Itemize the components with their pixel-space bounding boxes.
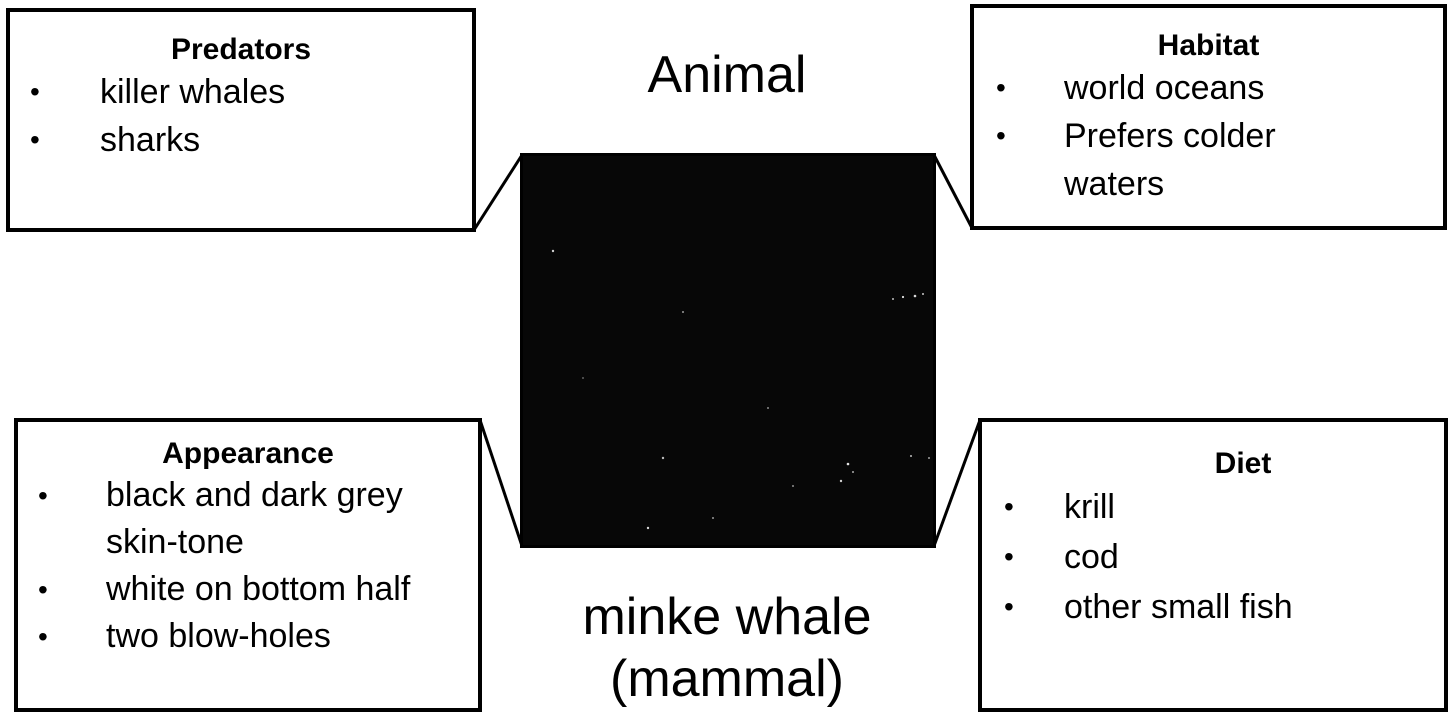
- connector-predators-bottom: [474, 155, 522, 230]
- list-item: •white on bottom half: [18, 566, 478, 613]
- list-item: •killer whales: [10, 68, 472, 116]
- appearance-title: Appearance: [18, 422, 478, 472]
- bullet-icon: •: [1004, 482, 1014, 532]
- species-name: minke whale: [520, 586, 934, 648]
- list-item: •two blow-holes: [18, 613, 478, 660]
- diet-box: Diet •krill •cod •other small fish: [978, 418, 1448, 712]
- bullet-icon: •: [996, 112, 1006, 160]
- list-item: •world oceans: [974, 64, 1443, 112]
- habitat-title: Habitat: [974, 8, 1443, 64]
- connector-appearance-top: [480, 420, 522, 546]
- diet-title: Diet: [982, 422, 1444, 482]
- bullet-icon: •: [30, 116, 40, 164]
- predators-title: Predators: [10, 12, 472, 68]
- appearance-box: Appearance •black and dark grey skin-ton…: [14, 418, 482, 712]
- list-item: •cod: [982, 532, 1444, 582]
- diet-list: •krill •cod •other small fish: [982, 482, 1444, 632]
- bullet-icon: •: [1004, 532, 1014, 582]
- habitat-box: Habitat •world oceans •Prefers colder wa…: [970, 4, 1447, 230]
- animal-heading: Animal: [520, 40, 934, 110]
- list-item: •black and dark grey: [18, 472, 478, 519]
- list-item-continuation: skin-tone: [18, 519, 478, 566]
- list-item: •other small fish: [982, 582, 1444, 632]
- species-class: (mammal): [520, 648, 934, 710]
- predators-box: Predators •killer whales •sharks: [6, 8, 476, 232]
- list-item: •sharks: [10, 116, 472, 164]
- list-item-continuation: waters: [974, 160, 1443, 208]
- appearance-list: •black and dark grey skin-tone •white on…: [18, 472, 478, 660]
- bullet-icon: •: [30, 68, 40, 116]
- bullet-icon: •: [38, 613, 48, 660]
- list-item: •Prefers colder: [974, 112, 1443, 160]
- species-label: minke whale (mammal): [520, 586, 934, 710]
- bullet-icon: •: [996, 64, 1006, 112]
- list-item: •krill: [982, 482, 1444, 532]
- predators-list: •killer whales •sharks: [10, 68, 472, 164]
- connector-diet-top: [934, 420, 980, 546]
- bullet-icon: •: [1004, 582, 1014, 632]
- bullet-icon: •: [38, 566, 48, 613]
- dark-photo-texture: [523, 156, 936, 548]
- minke-whale-photo: [520, 153, 936, 548]
- habitat-list: •world oceans •Prefers colder waters: [974, 64, 1443, 208]
- connector-habitat-bottom: [934, 155, 972, 228]
- bullet-icon: •: [38, 472, 48, 519]
